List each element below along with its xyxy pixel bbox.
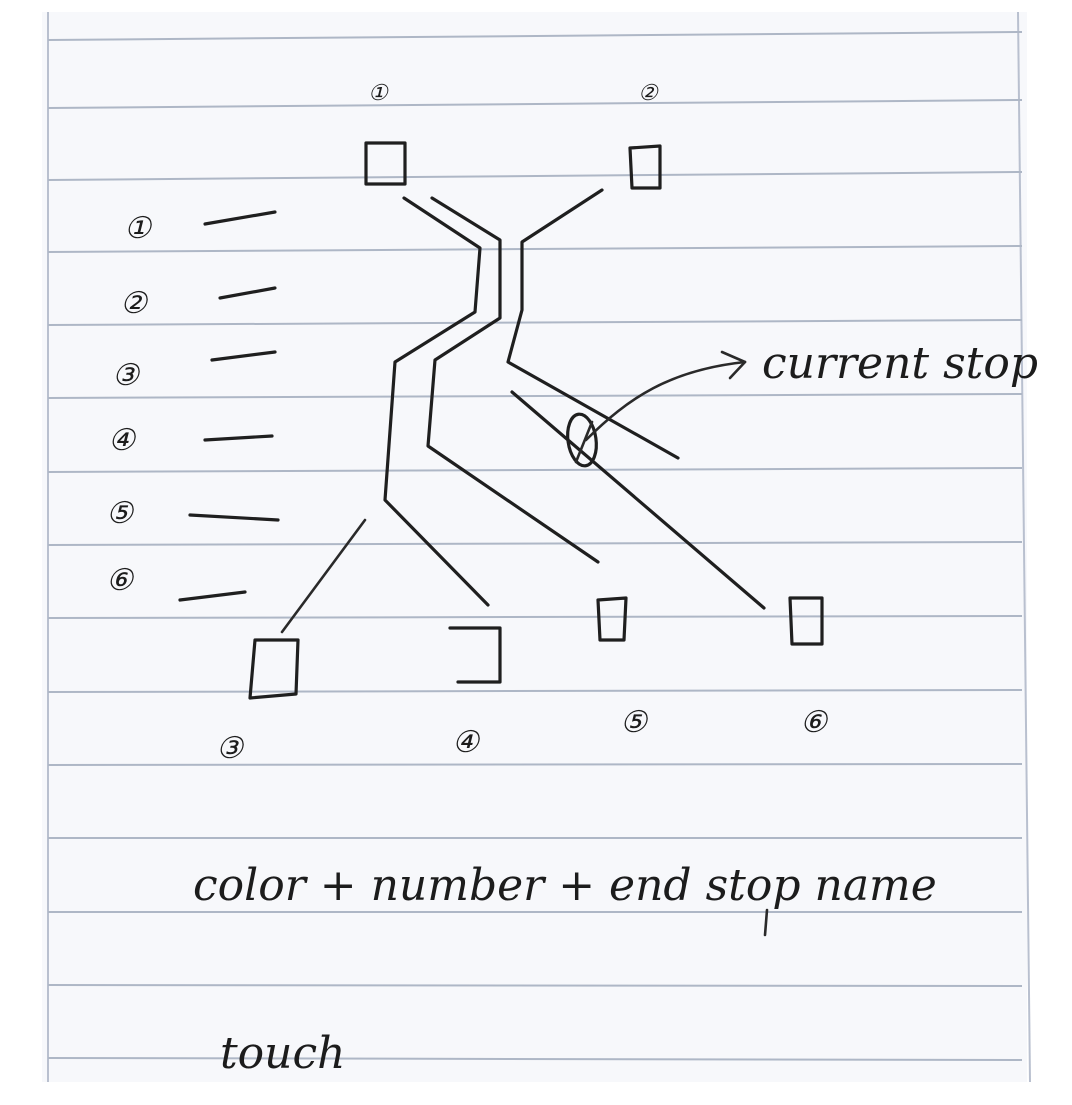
current-stop-marker: [566, 412, 598, 468]
bottom-stop-number-3: ③: [216, 731, 245, 766]
legend-number-1: ①: [124, 211, 153, 246]
bottom-stop-number-5: ⑤: [620, 705, 649, 740]
legend-number-2: ②: [120, 286, 149, 321]
ruled-lines: [47, 31, 1023, 1061]
legend-line-6: [178, 590, 247, 602]
route-line-stop1-to-stop4: [383, 196, 490, 607]
legend-line-1: [203, 210, 277, 226]
bottom-stop-4-box: [448, 626, 502, 684]
right-margin-line: [1017, 11, 1031, 1083]
annotation-arrow-line: [584, 360, 747, 442]
current-stop-label: current stop: [762, 338, 1038, 389]
legend-line-2: [218, 286, 277, 300]
note-underline-tick: [763, 908, 769, 937]
legend-line-4: [203, 434, 274, 442]
route-line-stop2-continuing: [506, 188, 680, 460]
legend-number-3: ③: [112, 358, 141, 393]
note-color-number-end-stop: color + number + end stop name: [193, 860, 937, 911]
annotation-arrowhead: [720, 350, 747, 380]
legend-number-6: ⑥: [106, 563, 135, 598]
top-stop-number-1: ①: [368, 81, 389, 106]
legend-line-5: [188, 513, 280, 522]
current-stop-marker-slash: [574, 420, 594, 464]
paper-sheet: [42, 12, 1027, 1082]
legend-line-3: [210, 350, 277, 362]
route-line-to-stop6: [510, 390, 766, 610]
legend-number-4: ④: [108, 423, 137, 458]
legend-color-lines: [178, 210, 280, 602]
bottom-stop-3-box: [248, 638, 300, 700]
bottom-stop-number-4: ④: [452, 725, 481, 760]
bottom-stop-6-box: [788, 596, 824, 646]
top-stop-number-2: ②: [638, 81, 659, 106]
note-touch: touch: [220, 1028, 346, 1079]
bottom-stop-5-box: [596, 596, 628, 642]
route-line-stop1-to-stop5: [426, 196, 600, 564]
route-lines: [383, 188, 766, 610]
legend-number-5: ⑤: [106, 496, 135, 531]
stop3-arrow-line: [280, 518, 367, 634]
top-stop-1-box: [364, 141, 407, 186]
bottom-stop-number-6: ⑥: [800, 705, 829, 740]
top-stop-2-box: [628, 144, 662, 190]
